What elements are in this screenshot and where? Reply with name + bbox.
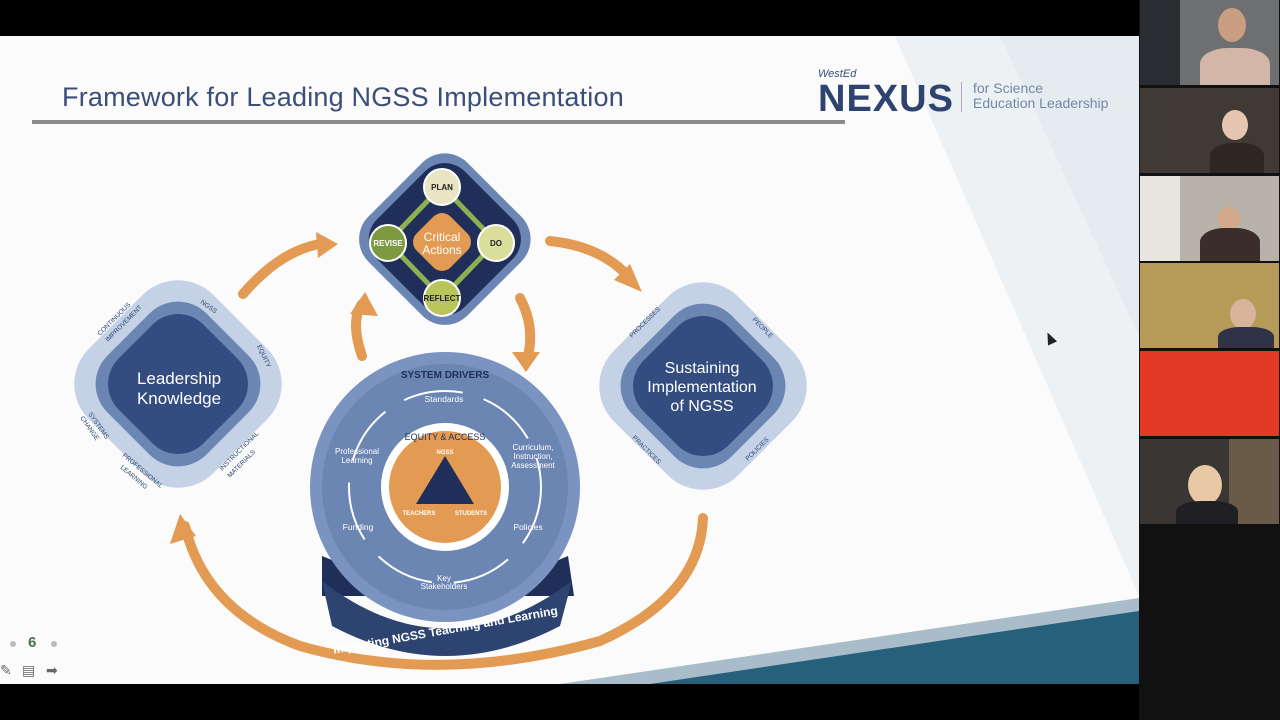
pen-icon[interactable]: ✎ (0, 662, 12, 678)
driver-curriculum-3: Assessment (511, 461, 555, 470)
presentation-slide: Framework for Leading NGSS Implementatio… (0, 36, 1139, 684)
logo-nexus: NEXUS (818, 78, 954, 120)
driver-prof-2: Learning (341, 456, 372, 465)
framework-diagram: Leadership Knowledge NGSS EQUITY INSTRUC… (74, 153, 807, 670)
arrow-actions-to-drivers (515, 293, 536, 361)
driver-standards: Standards (425, 394, 464, 404)
driver-stakeholders-2: Stakeholders (421, 582, 468, 591)
slide-toolbar: ✎ ▤ ➡ (0, 662, 80, 682)
critical-actions-shape: Critical Actions PLAN DO REFLECT REVISE (359, 153, 531, 325)
slide-background (560, 36, 1139, 684)
page-dot-next[interactable] (51, 641, 57, 647)
page-number: 6 (28, 634, 37, 651)
plan-circle (423, 168, 461, 206)
sustaining-title-3: of NGSS (670, 398, 733, 415)
revise-label: REVISE (373, 239, 403, 248)
page-dot-prev[interactable] (10, 641, 16, 647)
driver-policies: Policies (513, 522, 542, 532)
critical-actions-2: Actions (422, 243, 461, 257)
driver-curriculum-2: Instruction, (513, 452, 552, 461)
leadership-title-2: Knowledge (137, 389, 221, 408)
teachers-label: TEACHERS (402, 511, 435, 517)
do-label: DO (490, 239, 502, 248)
system-drivers-heading: SYSTEM DRIVERS (401, 370, 490, 381)
sustaining-title-1: Sustaining (665, 360, 740, 377)
title-rule (32, 120, 845, 124)
notes-icon[interactable]: ▤ (22, 662, 36, 678)
arrow-sustaining-to-leadership (180, 513, 708, 670)
video-tile-5[interactable] (1140, 351, 1279, 436)
plan-label: PLAN (431, 183, 453, 192)
driver-curriculum-1: Curriculum, (513, 443, 554, 452)
next-arrow-icon[interactable]: ➡ (46, 662, 58, 678)
arrow-actions-to-sustaining (545, 236, 633, 281)
leadership-knowledge-shape: Leadership Knowledge NGSS EQUITY INSTRUC… (74, 280, 282, 491)
video-tile-6[interactable] (1140, 439, 1279, 524)
video-tile-2[interactable] (1140, 88, 1279, 173)
revise-circle (369, 224, 407, 262)
leadership-title-1: Leadership (137, 369, 221, 388)
logo-wested: WestEd (818, 68, 857, 80)
video-tile-1[interactable] (1140, 0, 1279, 85)
driver-stakeholders-1: Key (437, 574, 451, 583)
reflect-circle (423, 279, 461, 317)
video-gallery (1139, 0, 1280, 720)
reflect-label: REFLECT (424, 294, 461, 303)
students-label: STUDENTS (455, 511, 487, 517)
wested-nexus-logo: WestEd NEXUS for Science Education Leade… (818, 68, 1138, 120)
critical-actions-1: Critical (424, 230, 461, 244)
orange-arrows (180, 236, 708, 670)
sustaining-shape: Sustaining Implementation of NGSS PROCES… (599, 282, 807, 490)
logo-tagline-2: Education Leadership (973, 95, 1109, 111)
logo-tagline-1: for Science (973, 80, 1044, 96)
equity-access: EQUITY & ACCESS (405, 432, 486, 442)
video-tile-4[interactable] (1140, 263, 1279, 348)
logo-tagline: for Science Education Leadership (973, 81, 1108, 111)
arrow-leadership-to-actions (238, 239, 325, 299)
video-tile-3[interactable] (1140, 176, 1279, 261)
driver-funding: Funding (343, 522, 374, 532)
arrow-heads (170, 232, 642, 544)
driver-prof-1: Professional (335, 447, 379, 456)
system-drivers-shape: SYSTEM DRIVERS Standards Curriculum, Ins… (310, 352, 580, 657)
sustaining-title-2: Implementation (647, 379, 756, 396)
logo-divider (961, 82, 962, 112)
ngss-label: NGSS (436, 450, 453, 456)
slide-title: Framework for Leading NGSS Implementatio… (62, 82, 624, 112)
do-circle (477, 224, 515, 262)
